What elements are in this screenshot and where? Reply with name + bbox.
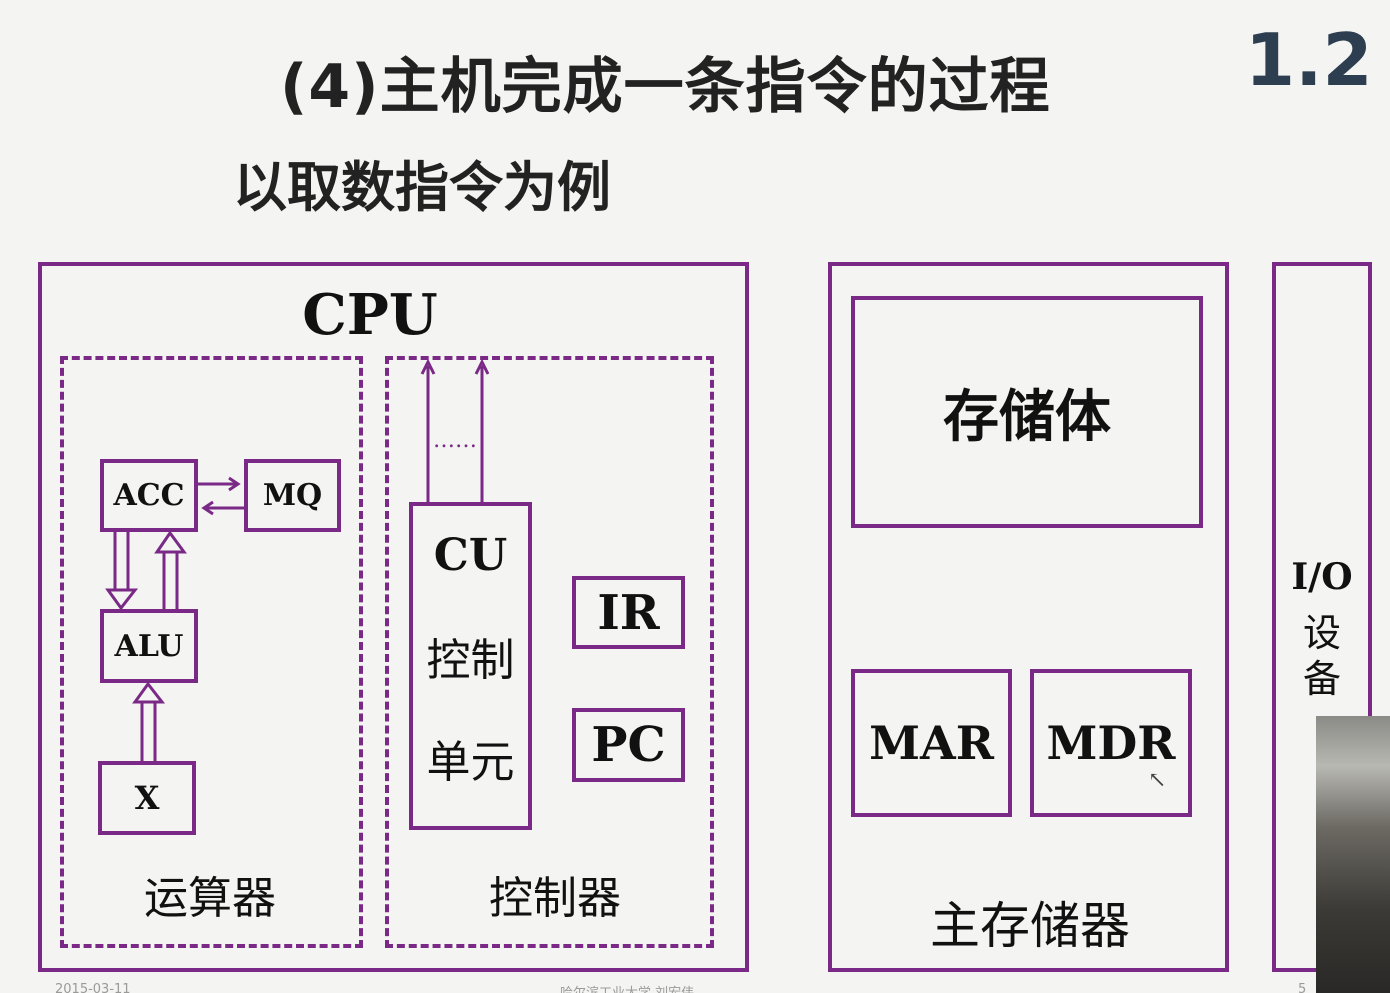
footer-date: 2015-03-11 (55, 982, 131, 993)
storage-body: 存储体 (851, 296, 1203, 528)
slide-subtitle: 以取数指令为例 (233, 156, 611, 219)
x-register: X (98, 761, 196, 835)
cu-label-line3: 单元 (426, 737, 515, 788)
mq-label: MQ (262, 478, 323, 513)
io-label-line3: 备 (1302, 657, 1341, 701)
io-label-line1: I/O (1291, 556, 1353, 598)
cpu-label: CPU (302, 282, 438, 348)
control-signal-ellipsis: …… (433, 428, 477, 453)
cu-label-line2: 控制 (426, 635, 515, 686)
footer-org: 哈尔滨工业大学 刘宏伟 (560, 982, 694, 993)
control-unit-box (385, 356, 714, 948)
x-label: X (134, 779, 160, 817)
footer-page: 5 (1298, 982, 1307, 993)
mar-label: MAR (869, 716, 994, 770)
cu-label: CU (433, 530, 508, 581)
mdr-label: MDR (1046, 716, 1176, 770)
mdr-register: MDR (1030, 669, 1192, 817)
main-memory-label: 主存储器 (930, 897, 1130, 955)
main-memory-box (828, 262, 1229, 972)
alu-unit-box (60, 356, 363, 948)
control-unit-label: 控制器 (489, 873, 621, 924)
ir-register: IR (572, 576, 685, 649)
mar-register: MAR (851, 669, 1012, 817)
io-label-line2: 设 (1302, 611, 1341, 655)
section-number: 1.2 (1245, 18, 1373, 102)
webcam-overlay (1316, 716, 1390, 993)
acc-register: ACC (100, 459, 198, 532)
mouse-cursor-icon: ↖ (1148, 768, 1167, 793)
cpu-box (38, 262, 749, 972)
ir-label: IR (597, 584, 660, 641)
mq-register: MQ (244, 459, 341, 532)
alu-unit-label: 运算器 (144, 873, 276, 924)
storage-label: 存储体 (943, 384, 1111, 450)
pc-register: PC (572, 708, 685, 782)
alu-block: ALU (100, 609, 198, 683)
cu-box (409, 502, 532, 830)
pc-label: PC (591, 717, 666, 773)
slide-title: (4)主机完成一条指令的过程 (280, 52, 1051, 122)
alu-label: ALU (114, 628, 184, 664)
acc-label: ACC (113, 478, 185, 513)
